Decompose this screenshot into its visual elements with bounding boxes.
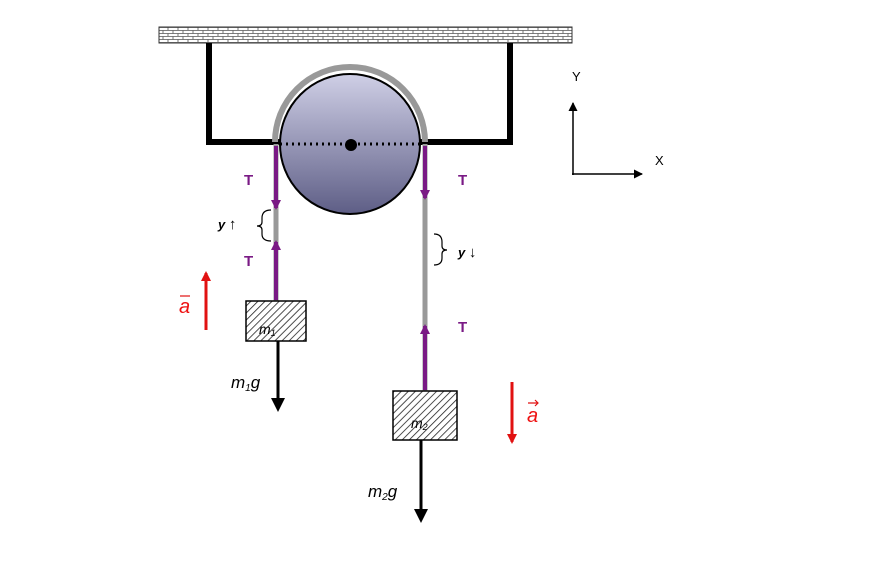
brace-right: [433, 233, 448, 266]
pulley-support-bracket: [206, 43, 513, 145]
tension-label-right-bottom: T: [458, 319, 467, 336]
weight-label-2: m2g: [368, 482, 398, 503]
tension-label-left-bottom: T: [244, 253, 253, 270]
mass-block-1: [245, 300, 307, 342]
weight-label-1: m1g: [231, 373, 261, 394]
tension-label-right-top: T: [458, 172, 467, 189]
acceleration-label-right: a: [527, 405, 538, 427]
y-axis-label: Y: [572, 69, 581, 84]
mass-label-2: m2: [411, 415, 428, 432]
mass-label-1: m1: [259, 321, 276, 338]
mass-block-2: [392, 390, 458, 441]
acceleration-label-left: a: [179, 296, 190, 318]
rope-over-pulley: [272, 64, 428, 143]
x-axis-label: X: [655, 153, 664, 168]
acceleration-vector-arrow-right: [528, 399, 539, 407]
ceiling: [158, 26, 573, 44]
tension-label-left-top: T: [244, 172, 253, 189]
displacement-label-right: y ↓: [457, 244, 476, 261]
displacement-label-left: y ↑: [217, 216, 236, 233]
pulley-axle: [345, 139, 357, 151]
brace-left: [256, 209, 272, 242]
